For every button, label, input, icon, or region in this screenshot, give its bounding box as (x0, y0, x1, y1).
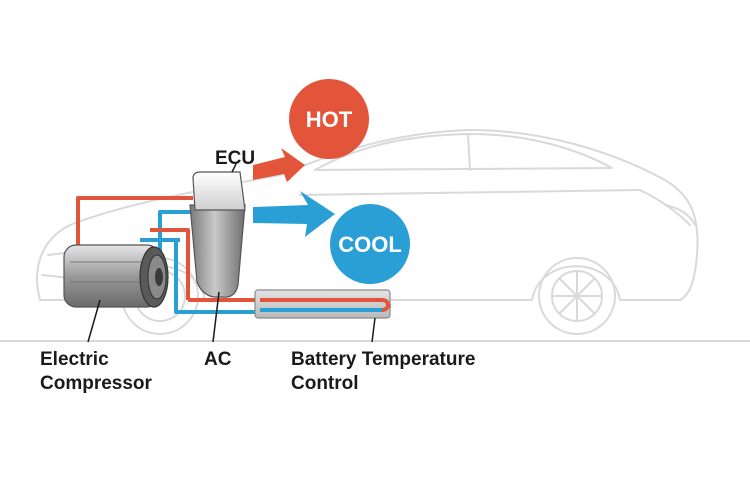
hot-badge-label: HOT (306, 107, 353, 132)
ecu-label: ECU (215, 148, 255, 169)
rear-wheel (538, 257, 616, 335)
hot-pipe-top (76, 196, 193, 255)
hot-badge: HOT (289, 79, 369, 159)
cool-badge-label: COOL (338, 232, 402, 257)
hot-arrow (253, 148, 305, 182)
cool-arrow (253, 191, 335, 237)
hot-pipe-mid (150, 228, 190, 300)
electric-compressor (63, 244, 169, 308)
leader-lines (87, 163, 376, 343)
compressor-label-line1: Electric (40, 349, 109, 370)
battery-temperature-control (254, 289, 391, 319)
cool-badge: COOL (330, 204, 410, 284)
battery-label-line2: Control (291, 373, 359, 394)
ac-unit (189, 204, 246, 298)
battery-label-line1: Battery Temperature (291, 349, 475, 370)
compressor-label-line2: Compressor (40, 373, 153, 394)
ac-label: AC (204, 349, 232, 370)
ecu-unit (192, 171, 246, 211)
